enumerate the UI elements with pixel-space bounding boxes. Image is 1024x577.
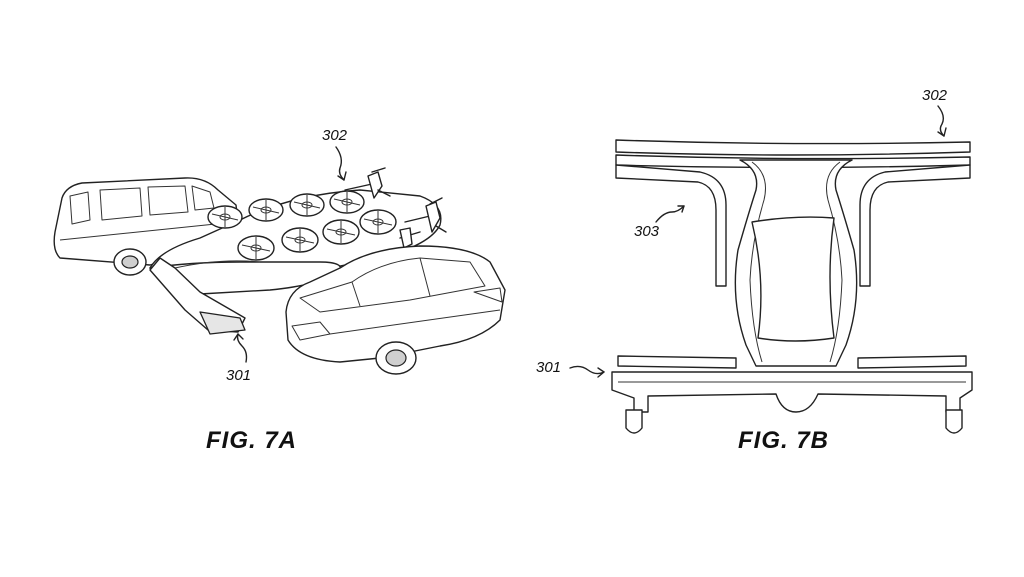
right-bracket [859, 164, 971, 287]
rotor-group [207, 190, 397, 261]
leader-arrow-302-b [937, 105, 945, 137]
top-plate [615, 139, 971, 156]
aircraft-illustration [149, 167, 447, 335]
center-window [751, 216, 835, 342]
figure-caption-7b: FIG. 7B [738, 427, 829, 454]
reference-label-302-b: 302 [922, 87, 948, 104]
leader-arrow-301-b [569, 365, 605, 375]
left-bracket [615, 164, 727, 287]
reference-label-301-a: 301 [226, 367, 251, 384]
car-illustration [285, 245, 506, 375]
figure-7a: 302 301 FIG. 7A [53, 127, 506, 454]
leader-arrow-301-a [236, 333, 248, 363]
figure-caption-7a: FIG. 7A [206, 427, 297, 454]
leader-arrow-303 [655, 205, 685, 223]
left-foot [625, 409, 643, 434]
base-platform [611, 371, 973, 413]
leader-arrow-302-a [335, 146, 345, 181]
right-foot [945, 409, 963, 434]
reference-label-303: 303 [634, 223, 660, 240]
reference-label-301-b: 301 [536, 359, 561, 376]
reference-label-302-a: 302 [322, 127, 348, 144]
figure-7b: 302 303 301 FIG. 7B [536, 87, 973, 454]
